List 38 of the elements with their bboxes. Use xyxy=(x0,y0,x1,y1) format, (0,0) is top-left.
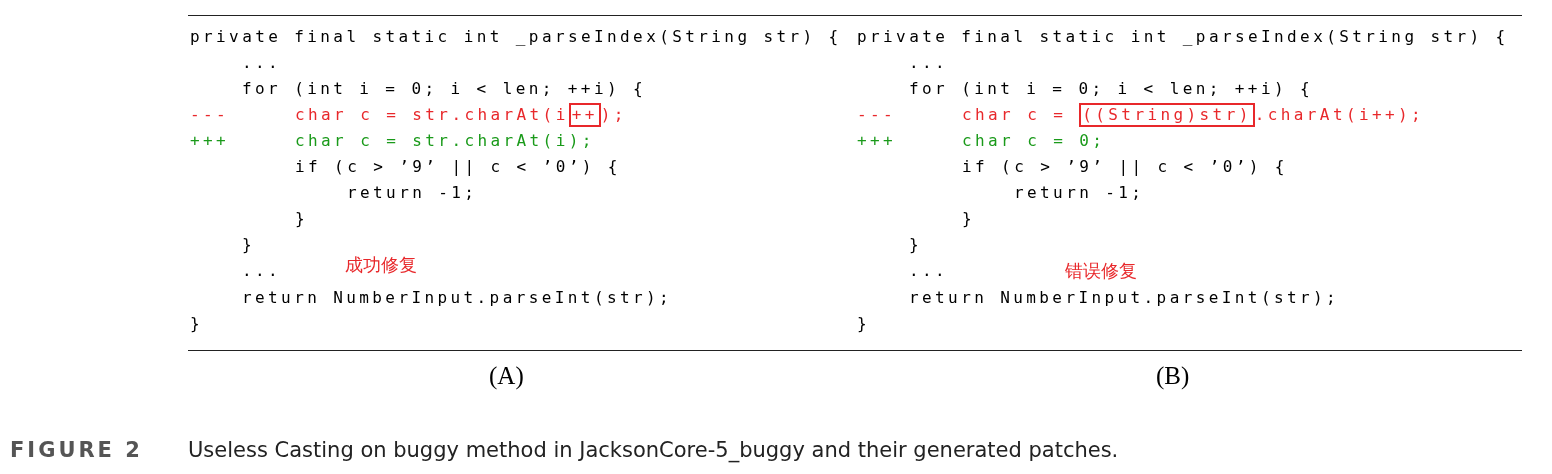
code-line: ... xyxy=(242,261,282,281)
code-line: } xyxy=(295,209,309,229)
removed-code: .charAt(i++); xyxy=(1254,105,1425,125)
code-line: return NumberInput.parseInt(str); xyxy=(909,288,1340,308)
code-line: if (c > ’9’ || c < ’0’) { xyxy=(962,157,1288,177)
highlight-box: ((String)str) xyxy=(1079,103,1255,127)
code-line: for (int i = 0; i < len; ++i) { xyxy=(909,79,1314,99)
code-line: private final static int _parseIndex(String str) { xyxy=(857,27,1509,47)
added-marker: +++ xyxy=(857,131,897,151)
code-line: if (c > ’9’ || c < ’0’) { xyxy=(295,157,621,177)
code-line: return -1; xyxy=(347,183,478,203)
panel-label: (A) xyxy=(489,362,524,390)
figure-number: FIGURE 2 xyxy=(10,438,143,462)
added-code: char c = 0; xyxy=(962,131,1106,151)
removed-code: char c = xyxy=(962,105,1067,125)
code-line: private final static int _parseIndex(String str) { xyxy=(190,27,842,47)
removed-code: ); xyxy=(600,105,627,125)
code-line: ... xyxy=(242,53,282,73)
code-line: ... xyxy=(909,53,949,73)
code-line: } xyxy=(190,314,204,334)
panel-label: (B) xyxy=(1156,362,1190,390)
code-line: ... xyxy=(909,261,949,281)
code-line: } xyxy=(242,235,256,255)
removed-marker: --- xyxy=(190,105,230,125)
code-line: return -1; xyxy=(1014,183,1145,203)
code-line: for (int i = 0; i < len; ++i) { xyxy=(242,79,647,99)
annotation: 错误修复 xyxy=(1065,259,1137,283)
code-line: } xyxy=(962,209,976,229)
annotation: 成功修复 xyxy=(345,253,417,277)
removed-marker: --- xyxy=(857,105,897,125)
code-line: return NumberInput.parseInt(str); xyxy=(242,288,673,308)
code-line: } xyxy=(909,235,923,255)
removed-code: char c = str.charAt(i xyxy=(295,105,569,125)
caption: Useless Casting on buggy method in JacksonCore-5_buggy and their generated patches. xyxy=(188,438,1119,462)
highlight-box: ++ xyxy=(568,103,601,127)
added-marker: +++ xyxy=(190,131,230,151)
added-code: char c = str.charAt(i); xyxy=(295,131,595,151)
code-line: } xyxy=(857,314,871,334)
